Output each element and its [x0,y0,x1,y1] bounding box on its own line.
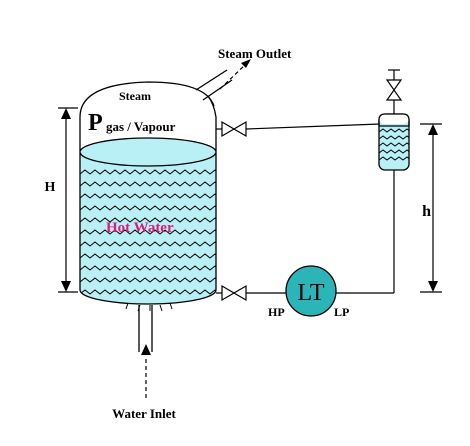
tank-height-label: H [45,180,56,195]
upper-valve-icon [221,120,247,138]
pressure-subscript: gas / Vapour [106,119,176,134]
water-surface [79,137,217,167]
water-inlet-pipe [138,305,153,398]
wave-line [379,128,409,133]
wave-line [80,289,216,295]
hp-label: HP [268,305,285,319]
transmitter-label: LT [297,280,324,306]
height-chamber-dimension [420,123,442,293]
wave-line [80,217,216,223]
tank-bottom-ticks [125,302,173,312]
wave-line [80,205,216,211]
tank-bottom [79,289,217,305]
wave-line [379,149,409,154]
wave-line [80,265,216,271]
lower-valve-icon [221,284,247,302]
vent-valve-icon [385,79,403,101]
level-transmitter [285,265,337,317]
wave-line [80,181,216,187]
wave-line [80,229,216,235]
condensate-chamber [378,69,410,171]
wave-line [80,253,216,259]
wave-line [80,241,216,247]
wave-line [379,135,409,140]
water-wave-lines [80,169,216,295]
pressure-symbol: P [88,110,103,136]
wave-line [80,277,216,283]
steam-label: Steam [119,89,151,103]
high-pressure-line [216,168,395,302]
wave-line [379,156,409,161]
tank-top-dome [79,81,215,118]
wave-line [80,169,216,175]
hot-water-label: Hot Water [106,220,174,236]
chamber-height-label: h [422,203,431,220]
steam-outlet-pipe [195,59,251,101]
lp-label: LP [334,305,349,319]
water-inlet-label: Water Inlet [112,406,176,421]
tank [79,81,217,312]
steam-arrowhead-icon [241,59,251,68]
water-inlet-arrowhead-icon [141,344,151,355]
steam-outlet-label: Steam Outlet [218,46,292,61]
low-pressure-line [216,120,381,138]
height-tank-dimension [58,107,78,293]
wave-line [80,193,216,199]
chamber-wave-lines [379,128,409,161]
wave-line [379,142,409,147]
